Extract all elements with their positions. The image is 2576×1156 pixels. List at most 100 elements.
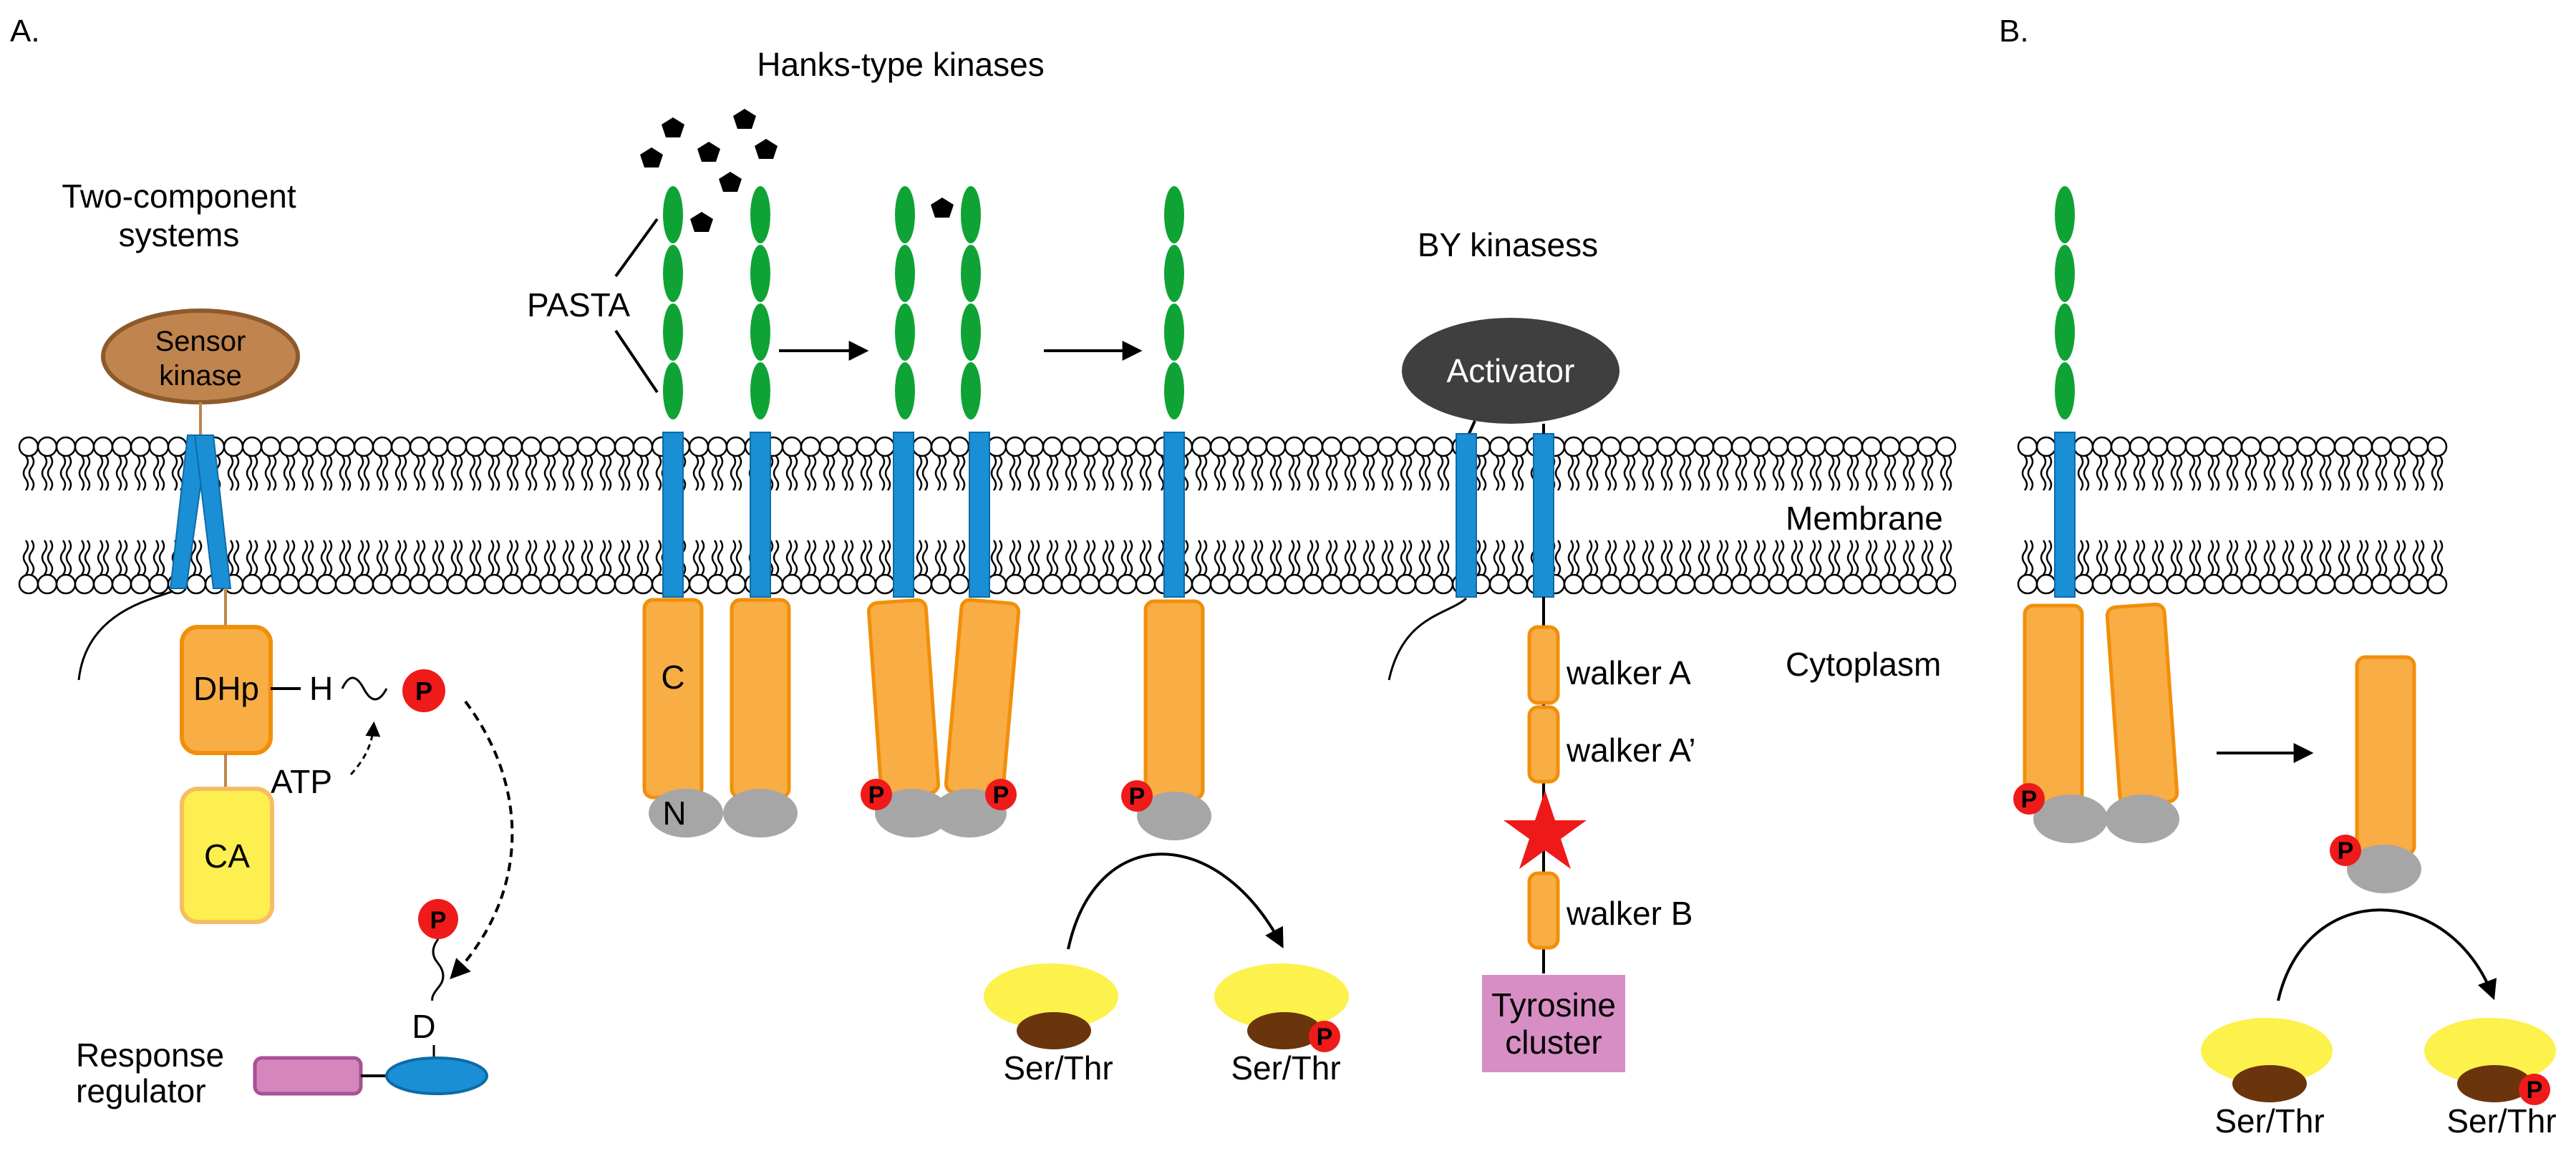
phosphate [1121, 780, 1153, 812]
activator-label: Activator [1447, 352, 1575, 389]
phosphate [2330, 835, 2361, 866]
pasta-domain [750, 186, 770, 243]
pasta-domain [961, 362, 981, 419]
pasta-domain [1164, 245, 1184, 302]
response-regulator-oval [385, 1057, 488, 1095]
tm-helix [893, 432, 914, 598]
pasta-label: PASTA [527, 286, 630, 324]
pasta-domain [2055, 362, 2075, 419]
phosphate-label: P [868, 782, 885, 809]
tm-helix [662, 432, 684, 598]
panel-b-substrate-label-2: Ser/Thr [2446, 1102, 2556, 1140]
pasta-domain [1164, 303, 1184, 361]
walker-a2-label: walker A’ [1566, 732, 1696, 769]
aspartate-label: D [412, 1008, 435, 1045]
kinase-n-lobe [649, 789, 723, 837]
kinase-c-lobe [642, 598, 704, 800]
pasta-domain [750, 303, 770, 361]
tm-helix [2054, 432, 2076, 598]
by-tail [1388, 597, 1467, 681]
sensor-kinase-label-1: Sensor [155, 326, 246, 357]
pasta-domain [1164, 186, 1184, 243]
pasta-domain [895, 245, 915, 302]
pasta-domain [1164, 362, 1184, 419]
histidine-label: H [309, 670, 333, 707]
tm-helix [969, 432, 990, 598]
substrate-unphosph [984, 963, 1118, 1049]
kinase-c-lobe [944, 598, 1021, 798]
response-regulator-box [253, 1056, 363, 1096]
kinase-n-lobe [875, 789, 949, 837]
phosphate-label: P [2021, 786, 2038, 813]
phosphotransfer-arrow [450, 700, 514, 980]
panel-a-label: A. [10, 14, 40, 49]
kinase-c-lobe [866, 598, 941, 798]
kinase-c-lobe [2355, 655, 2416, 857]
by-title: BY kinasess [1418, 226, 1598, 263]
kinase-c-lobe [2023, 603, 2084, 805]
membrane-label: Membrane [1786, 500, 1943, 537]
phosphate-label: P [1129, 783, 1146, 810]
atp-label: ATP [271, 763, 332, 800]
phosphate [861, 779, 892, 810]
sensor-kinase-label-2: kinase [159, 360, 242, 392]
by-tm-helix-2 [1533, 433, 1554, 598]
kinase-n-lobe [723, 789, 798, 837]
pasta-domain [2055, 186, 2075, 243]
phosphate [985, 779, 1017, 810]
panel-b-label: B. [1999, 14, 2029, 49]
kinase-n-lobe [2105, 795, 2179, 843]
panel-b-substrate-unphosph [2201, 1018, 2333, 1102]
sensor-kinase: Sensor kinase [101, 309, 300, 404]
pasta-domain [750, 245, 770, 302]
substrate-label-1: Ser/Thr [1003, 1049, 1113, 1087]
phosphate-asp-label: P [430, 907, 447, 934]
pasta-domain [663, 186, 683, 243]
pasta-domain [663, 362, 683, 419]
pasta-domain [2055, 245, 2075, 302]
substrate-label-2: Ser/Thr [1231, 1049, 1340, 1087]
membrane-bilayer-b [2017, 436, 2448, 595]
hanks-substrate-arrow [1067, 853, 1284, 950]
phosphate-his-label: P [415, 676, 432, 706]
walker-b-box [1527, 871, 1560, 950]
kinase-c-lobe [730, 598, 791, 800]
hanks-title: Hanks-type kinases [757, 46, 1044, 83]
tm-helix [1163, 432, 1185, 598]
pasta-domain [895, 186, 915, 243]
dhp-label: DHp [193, 670, 259, 707]
phosphate-label: P [993, 782, 1009, 809]
pasta-domain [663, 245, 683, 302]
n-lobe-label: N [662, 795, 686, 832]
tyrosine-cluster: Tyrosine cluster [1482, 975, 1625, 1072]
tcs-title-line1: Two-component [62, 178, 296, 215]
panel-b-substrate-label-1: Ser/Thr [2214, 1102, 2324, 1140]
phosphate-label: P [2338, 837, 2354, 865]
pasta-domain [895, 303, 915, 361]
walker-a-label: walker A [1566, 654, 1691, 691]
rr-label-line1: Response [76, 1036, 224, 1074]
tyrosine-label-2: cluster [1505, 1024, 1602, 1061]
walker-a2-box [1527, 705, 1560, 784]
phosphate-asp: P [418, 899, 458, 939]
pasta-domain [961, 245, 981, 302]
pasta-domain [2055, 303, 2075, 361]
ca-domain: CA [180, 787, 274, 924]
panel-b-substrate-phospho-label: P [2527, 1077, 2543, 1104]
rr-label-line2: regulator [76, 1072, 206, 1109]
tcs-tail [77, 590, 174, 681]
kinase-c-lobe [2105, 602, 2179, 807]
pasta-domain [895, 362, 915, 419]
panel-b-kinases: PP [2013, 186, 2421, 893]
tm-helix [750, 432, 771, 598]
ligands [640, 109, 954, 232]
kinase-n-lobe [2033, 795, 2108, 843]
dhp-domain: DHp [180, 625, 273, 755]
tyrosine-star [1504, 790, 1587, 869]
tyrosine-label-1: Tyrosine [1491, 986, 1616, 1024]
activator: Activator [1402, 318, 1619, 424]
tcs-tm-helix-2 [193, 434, 232, 589]
c-lobe-label: C [661, 659, 684, 696]
